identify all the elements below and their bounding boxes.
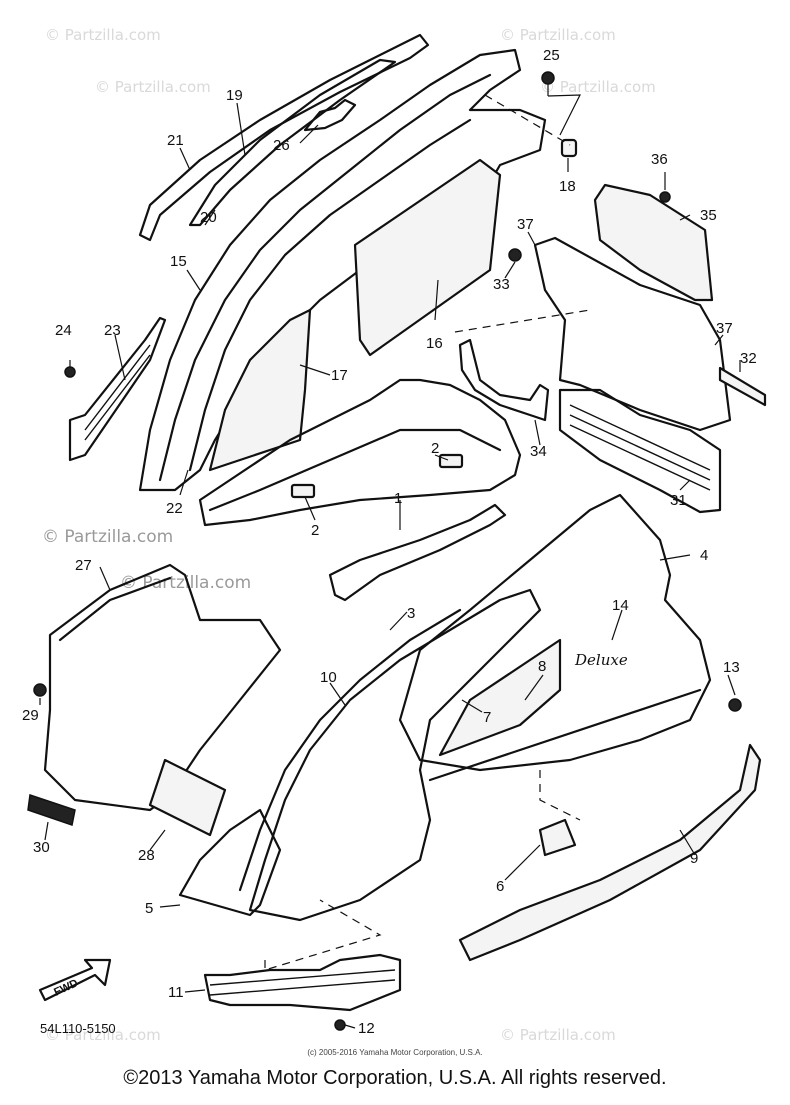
watermark: © Partzilla.com: [500, 26, 616, 44]
watermark: © Partzilla.com: [45, 26, 161, 44]
main-copyright: ©2013 Yamaha Motor Corporation, U.S.A. A…: [123, 1067, 667, 1089]
callout-7: 7: [483, 709, 491, 726]
callout-14: 14: [612, 597, 629, 614]
callout-28: 28: [138, 847, 155, 864]
callout-12: 12: [358, 1020, 375, 1037]
part-32-bar: [718, 366, 767, 407]
callout-26: 26: [273, 137, 290, 154]
callout-8: 8: [538, 658, 546, 675]
part-25-bolt: [541, 71, 555, 96]
callout-30: 30: [33, 839, 50, 856]
watermark: © Partzilla.com: [540, 78, 656, 96]
callout-20: 20: [200, 209, 217, 226]
callout-2: 2: [431, 440, 439, 457]
callout-6: 6: [496, 878, 504, 895]
watermark: © Partzilla.com: [45, 1026, 161, 1044]
callout-labels: 1 2 2 3 4 5 6 7 8 9 10 11 12 13 14 15 16…: [22, 47, 757, 1037]
part-4-side-cover-right: [398, 493, 712, 772]
callout-24: 24: [55, 322, 72, 339]
callout-10: 10: [320, 669, 337, 686]
callout-15: 15: [170, 253, 187, 270]
callout-27: 27: [75, 557, 92, 574]
callout-23: 23: [104, 322, 121, 339]
diagram-code: 54L110-5150: [40, 1021, 116, 1036]
brand-label: Deluxe: [574, 651, 628, 669]
callout-4: 4: [700, 547, 708, 564]
callout-22: 22: [166, 500, 183, 517]
leader-line: [547, 94, 581, 136]
callout-33: 33: [493, 276, 510, 293]
part-13-screw: [728, 698, 742, 712]
callout-36: 36: [651, 151, 668, 168]
callout-32: 32: [740, 350, 757, 367]
part-21-trim-strip: [138, 33, 430, 242]
part-11-lower-bumper: [203, 953, 402, 1012]
part-6-pad: [538, 818, 577, 857]
watermark-layer: © Partzilla.com © Partzilla.com © Partzi…: [42, 26, 656, 1044]
part-36-screw: [659, 191, 671, 203]
part-17-panel: [208, 308, 312, 472]
watermark: © Partzilla.com: [95, 78, 211, 96]
part-24-screw: [64, 360, 76, 378]
part-37-rear-box: [533, 236, 732, 432]
callout-29: 29: [22, 707, 39, 724]
callout-1: 1: [394, 490, 402, 507]
part-19-20-trim: [188, 58, 397, 227]
part-16-panel: [353, 158, 502, 357]
part-28-pad: [148, 758, 227, 837]
part-18-clip: [560, 138, 578, 158]
callout-3: 3: [407, 605, 415, 622]
part-7-window: [438, 638, 562, 757]
leader-dashed: [539, 770, 581, 821]
part-33-screw: [508, 248, 522, 262]
part-34-bracket: [458, 338, 550, 422]
callout-18: 18: [559, 178, 576, 195]
callout-21: 21: [167, 132, 184, 149]
part-2-cushion: [290, 453, 464, 499]
callout-13: 13: [723, 659, 740, 676]
callout-17: 17: [331, 367, 348, 384]
part-23-side-grille: [68, 316, 167, 462]
part-1-rail: [328, 503, 507, 602]
part-9-guard-rail: [458, 743, 762, 962]
callout-37: 37: [716, 320, 733, 337]
part-29-screw: [33, 683, 47, 697]
fwd-arrow-icon: FWD: [38, 958, 112, 1002]
callout-34: 34: [530, 443, 547, 460]
callout-31: 31: [670, 492, 687, 509]
leader-lines: [39, 102, 741, 1029]
part-5-lower-panel: [178, 808, 282, 917]
callout-37: 37: [517, 216, 534, 233]
callout-16: 16: [426, 335, 443, 352]
part-30-emblem: [27, 794, 76, 826]
part-31-rear-grille: [558, 388, 722, 514]
part-8-trim: [428, 688, 702, 782]
watermark: © Partzilla.com: [120, 573, 251, 593]
leader-dashed: [454, 309, 591, 333]
watermark: © Partzilla.com: [500, 1026, 616, 1044]
part-27-front-cover: [43, 563, 282, 812]
callout-25: 25: [543, 47, 560, 64]
part-22-under-tray: [198, 378, 522, 527]
callout-35: 35: [700, 207, 717, 224]
part-35-rear-panel: [593, 183, 714, 302]
callout-19: 19: [226, 87, 243, 104]
callout-9: 9: [690, 850, 698, 867]
part-26-emblem: [303, 98, 357, 132]
leader-dashed: [264, 899, 382, 971]
small-copyright: (c) 2005-2016 Yamaha Motor Corporation, …: [307, 1048, 483, 1057]
fwd-label: FWD: [52, 977, 80, 998]
callout-2: 2: [311, 522, 319, 539]
watermark: © Partzilla.com: [42, 527, 173, 547]
callout-11: 11: [168, 984, 184, 1001]
leader-dashed: [484, 94, 571, 146]
part-10-side-cover-left: [238, 588, 542, 922]
callout-5: 5: [145, 900, 153, 917]
part-12-screw: [334, 1019, 346, 1031]
